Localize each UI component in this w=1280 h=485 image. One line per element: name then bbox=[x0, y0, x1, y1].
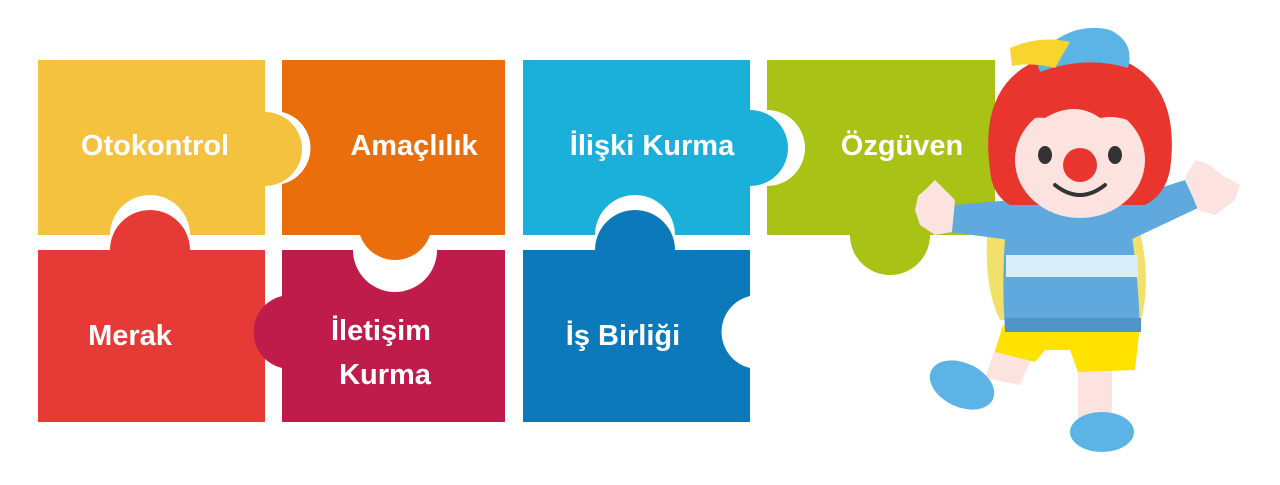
mascot-nose bbox=[1063, 148, 1097, 182]
puzzle-piece-is-birligi bbox=[523, 210, 750, 422]
mascot-right-hand bbox=[1185, 160, 1240, 215]
mascot-left-eye bbox=[1038, 146, 1052, 164]
label-iletisim-kurma: İletişim Kurma bbox=[331, 315, 439, 391]
mascot-left-hand bbox=[915, 180, 955, 235]
label-amaclilik: Amaçlılık bbox=[350, 130, 478, 162]
mascot-left-shoe bbox=[929, 360, 995, 410]
puzzle-piece-iliski-kurma bbox=[523, 60, 788, 235]
label-ozguven: Özgüven bbox=[841, 129, 963, 162]
label-iliski-kurma: İlişki Kurma bbox=[570, 130, 735, 162]
label-otokontrol: Otokontrol bbox=[81, 130, 229, 162]
mascot-mouth bbox=[1053, 183, 1107, 197]
puzzle-labels: Otokontrol Amaçlılık Merak İletişim Kurm… bbox=[81, 129, 963, 391]
puzzle-piece-amaclilik bbox=[282, 60, 505, 261]
mascot-right-shoe bbox=[1070, 412, 1134, 452]
puzzle-pieces bbox=[38, 60, 995, 422]
mascot-cap-brim bbox=[1010, 39, 1070, 68]
puzzle-piece-ozguven bbox=[767, 60, 995, 275]
label-merak: Merak bbox=[88, 320, 173, 352]
mascot-illustration bbox=[915, 27, 1240, 452]
puzzle-piece-iletisim-kurma bbox=[253, 250, 505, 422]
mascot-pants bbox=[995, 325, 1140, 372]
puzzle-piece-merak bbox=[38, 210, 265, 422]
puzzle-piece-otokontrol bbox=[38, 60, 302, 235]
mascot-bangs bbox=[1005, 68, 1156, 140]
mascot-right-eye bbox=[1108, 146, 1122, 164]
mascot-shirt-hem bbox=[1005, 318, 1141, 332]
label-is-birligi: İş Birliği bbox=[566, 320, 680, 352]
mascot-shirt-stripe bbox=[1006, 255, 1138, 277]
mascot-left-arm bbox=[950, 200, 1012, 240]
